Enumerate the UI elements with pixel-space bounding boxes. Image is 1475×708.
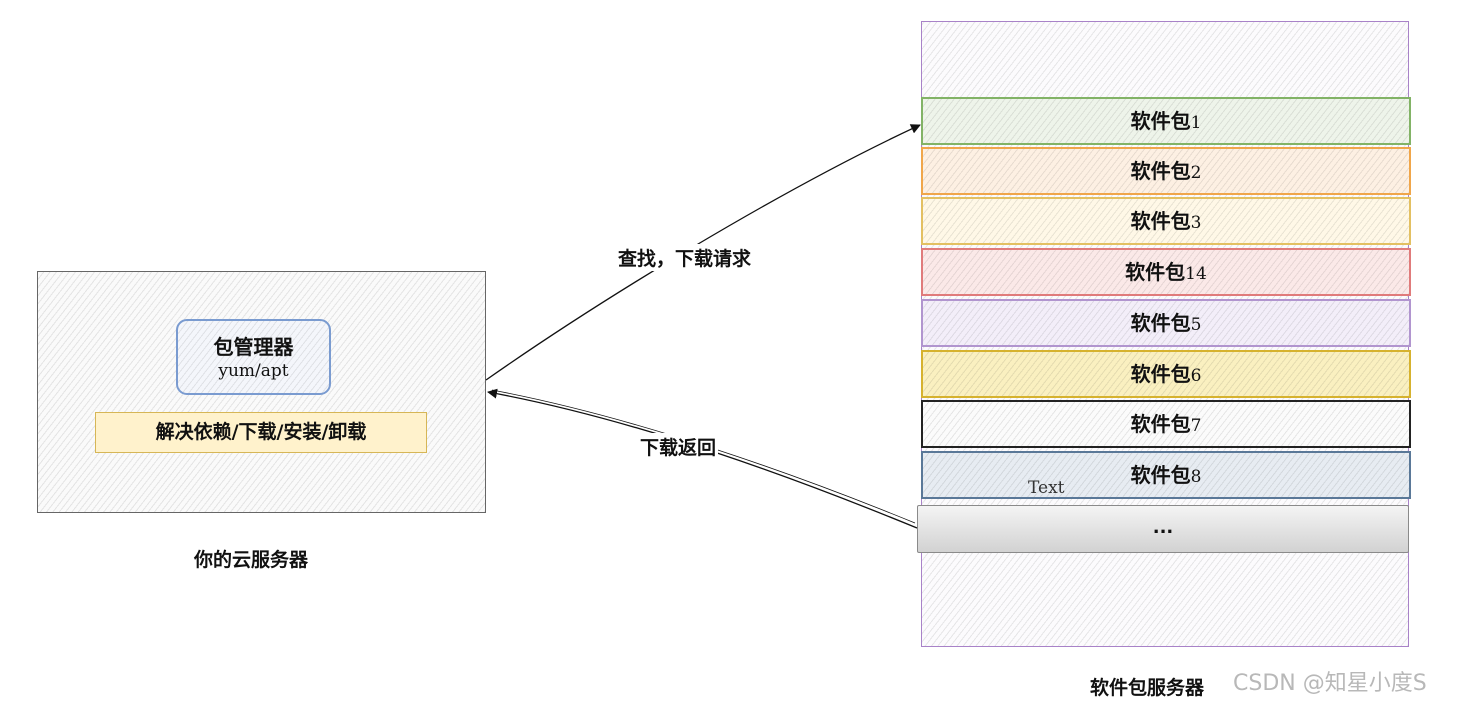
package-manager-box: 包管理器 yum/apt xyxy=(176,319,331,395)
cloud-server-caption: 你的云服务器 xyxy=(193,549,308,571)
placeholder-text-label: Text xyxy=(1028,478,1065,498)
request-edge-label: 查找，下载请求 xyxy=(616,244,754,271)
watermark: CSDN @知星小度S xyxy=(1233,671,1427,696)
package-row: 软件包6 xyxy=(921,350,1411,398)
package-server-caption: 软件包服务器 xyxy=(1090,677,1205,699)
return-edge-label: 下载返回 xyxy=(638,433,719,460)
package-row: 软件包7 xyxy=(921,400,1411,448)
package-manager-title: 包管理器 xyxy=(213,335,294,359)
package-row: 软件包14 xyxy=(921,248,1411,296)
package-manager-functions: 解决依赖/下载/安装/卸载 xyxy=(95,412,427,453)
package-row: 软件包3 xyxy=(921,197,1411,245)
more-packages-row: ... xyxy=(917,505,1409,553)
package-row: 软件包1 xyxy=(921,97,1411,145)
package-row: 软件包2 xyxy=(921,147,1411,195)
return-arrow xyxy=(487,388,918,529)
package-manager-subtitle: yum/apt xyxy=(218,361,289,381)
package-row: 软件包5 xyxy=(921,299,1411,347)
package-row: 软件包8 xyxy=(921,451,1411,499)
